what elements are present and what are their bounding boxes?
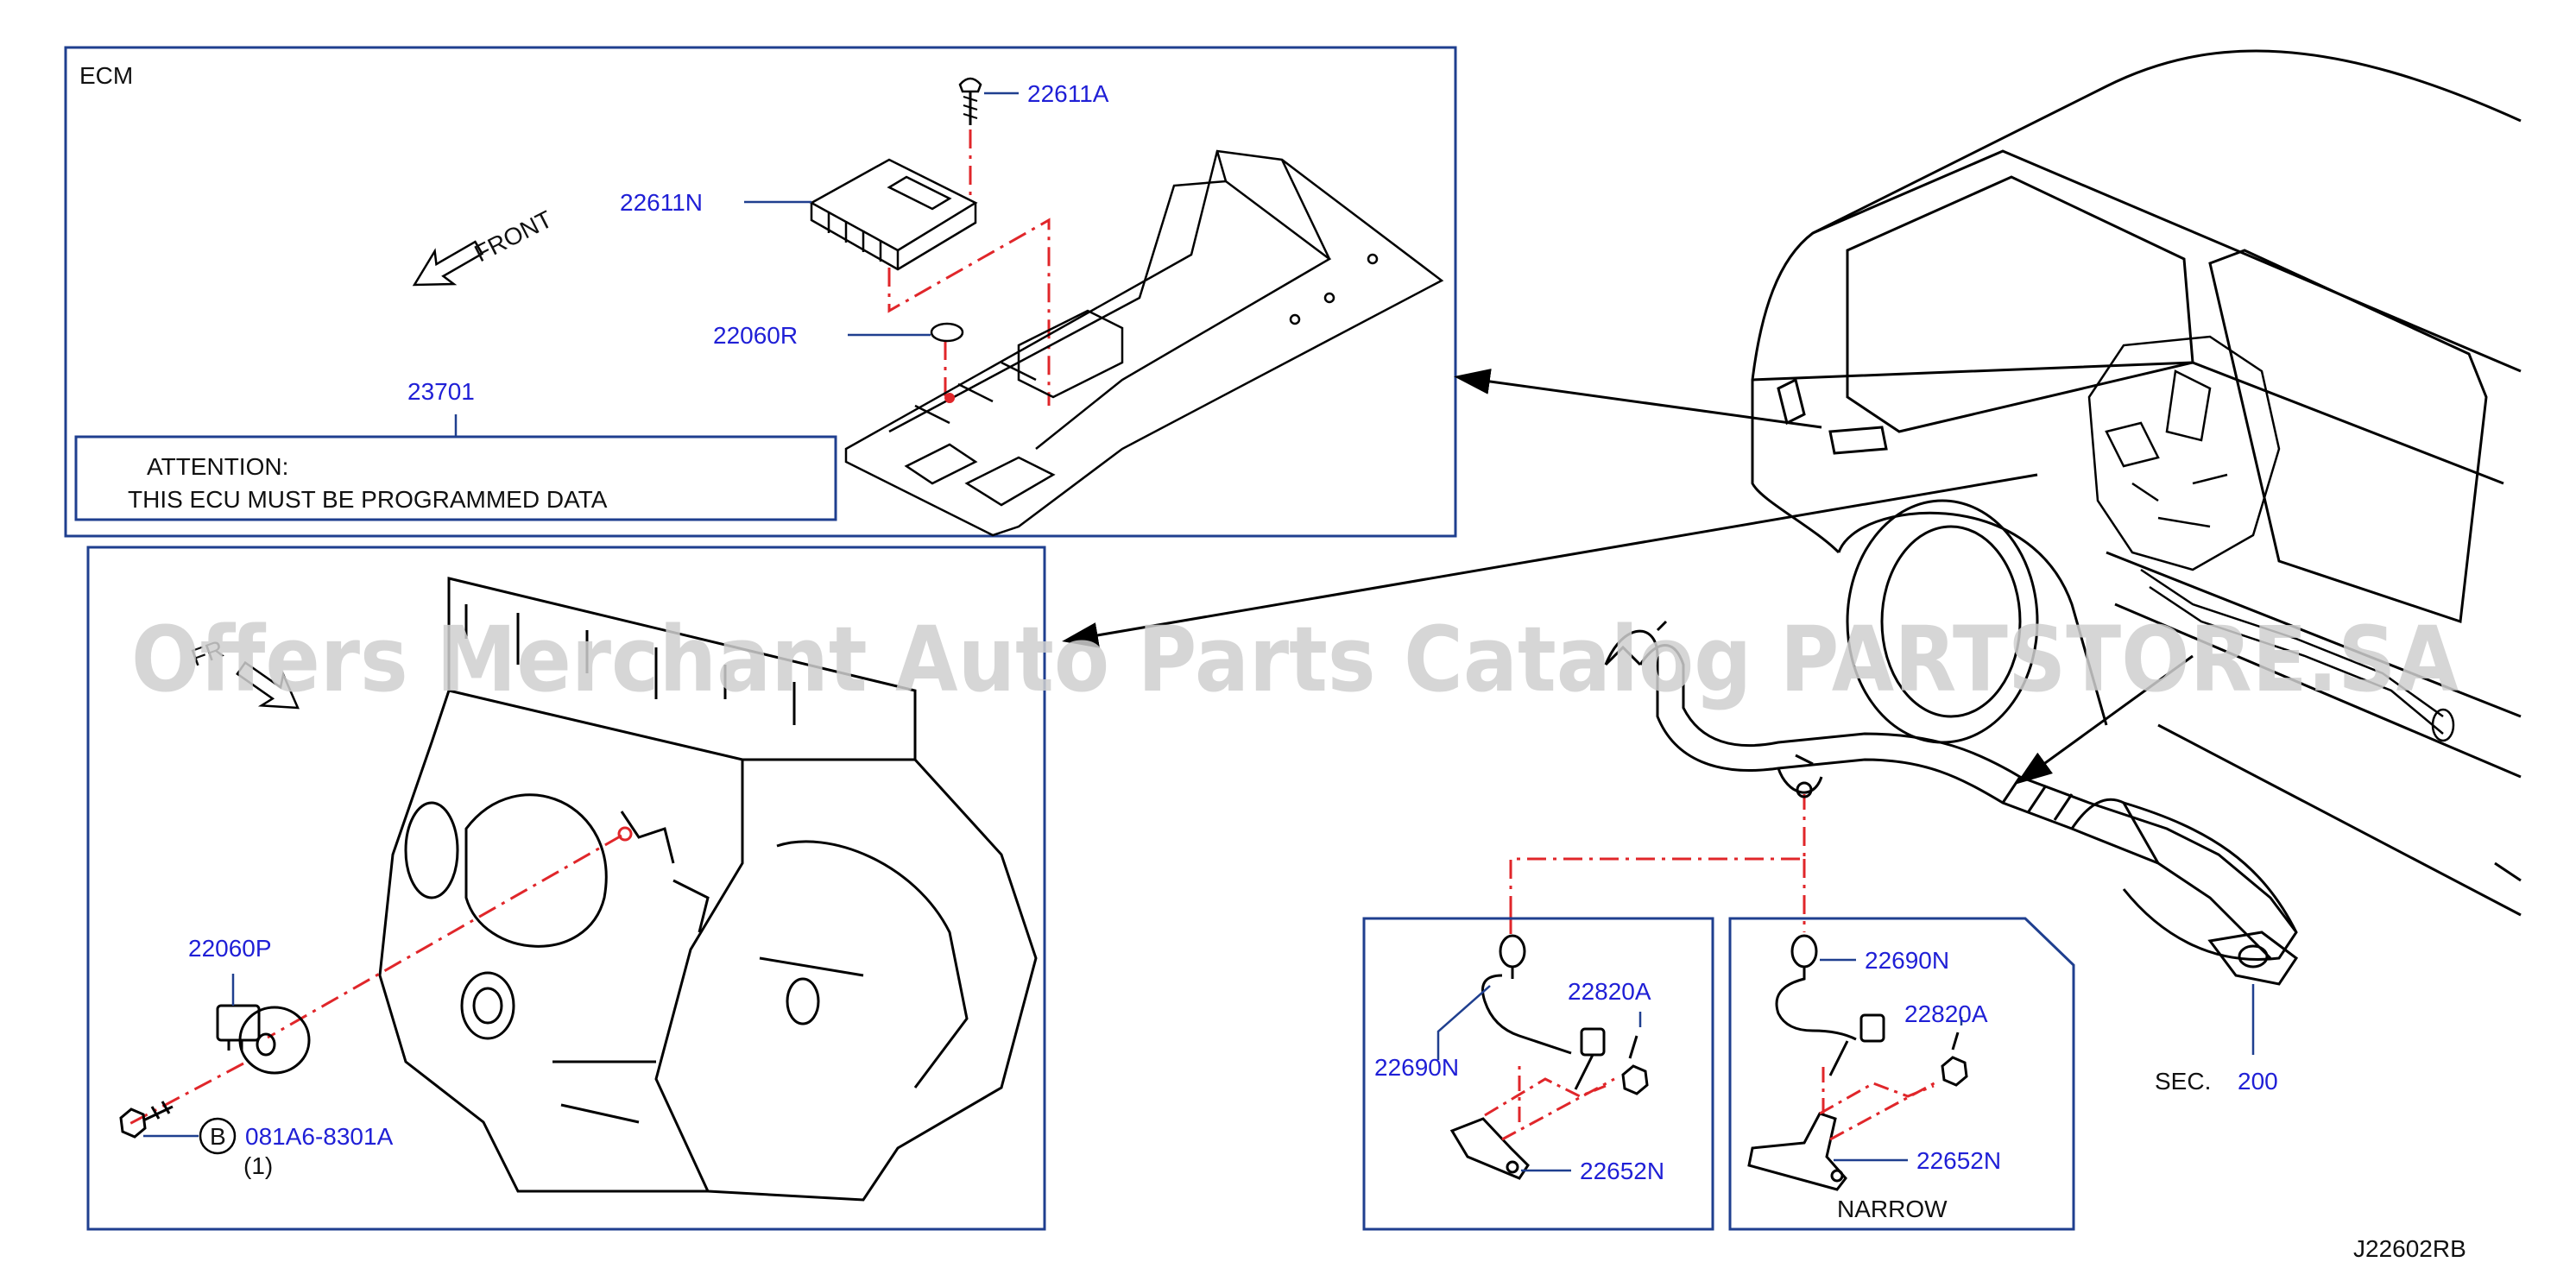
floor-panel-icon [844, 149, 1444, 537]
ref-081A6-8301A[interactable]: 081A6-8301A [245, 1123, 394, 1150]
attention-line-2: THIS ECU MUST BE PROGRAMMED DATA [128, 486, 608, 513]
plug-icon [930, 322, 964, 343]
narrow-caption: NARROW [1837, 1196, 1948, 1222]
section-number[interactable]: 200 [2238, 1068, 2278, 1095]
engine-panel: FR 22060P B 081A6-8301A (1) [86, 546, 1046, 1231]
ref-22060P[interactable]: 22060P [188, 935, 272, 962]
ref-22690N-right[interactable]: 22690N [1865, 947, 1949, 974]
sensor-box-right-frame [1728, 917, 2075, 1231]
sensor-bolt-icon [1621, 1035, 1649, 1095]
bolt-marker: B [210, 1123, 226, 1150]
ref-22611N[interactable]: 22611N [620, 189, 703, 216]
sensor-box-left: 22690N 22820A 22652N [1362, 917, 1714, 1231]
sensor-bracket-icon [1449, 1117, 1530, 1180]
oxygen-sensor-icon-right [1775, 934, 1885, 1076]
ecm-panel-frame [64, 46, 1457, 538]
sensor-bracket-icon-right [1747, 1112, 1847, 1191]
watermark: Offers Merchant Auto Parts Catalog PARTS… [131, 607, 2459, 712]
sensor-box-left-frame [1362, 917, 1714, 1231]
knock-sensor-icon [216, 1004, 311, 1075]
sensor-bolt-icon-right [1941, 1032, 1968, 1087]
attention-line-1: ATTENTION: [147, 453, 288, 480]
section-prefix: SEC. [2155, 1068, 2211, 1095]
fr-arrow-icon [236, 660, 300, 710]
arrow-to-ecm [1454, 369, 1822, 429]
bolt-marker-circle [199, 1117, 237, 1155]
ref-22820A-right[interactable]: 22820A [1904, 1000, 1988, 1027]
oxygen-sensor-icon [1481, 934, 1606, 1090]
front-label: FRONT [470, 205, 557, 267]
arrow-to-engine [1062, 473, 2038, 648]
attention-label-box [74, 435, 837, 521]
ref-22820A-left[interactable]: 22820A [1568, 978, 1651, 1005]
front-arrow-icon [412, 240, 484, 287]
vehicle-engine-icon [2087, 335, 2455, 742]
arrow-to-exhaust [2016, 654, 2194, 785]
sensor-box-right: 22690N 22820A 22652N NARROW [1728, 917, 2075, 1231]
engine-block-icon [378, 577, 1038, 1202]
bolt-qty: (1) [243, 1152, 273, 1179]
diagram-code: J22602RB [2353, 1235, 2466, 1262]
ref-22690N-left[interactable]: 22690N [1374, 1054, 1459, 1081]
ref-22611A[interactable]: 22611A [1027, 80, 1109, 107]
ref-22060R[interactable]: 22060R [713, 322, 798, 349]
ecm-panel: ECM FRONT 22611A 22611N [64, 46, 1457, 538]
engine-panel-frame [86, 546, 1046, 1231]
ref-22652N-left[interactable]: 22652N [1580, 1158, 1664, 1184]
bolt-icon [119, 1101, 174, 1139]
vehicle-icon [1751, 49, 2522, 917]
ref-22652N-right[interactable]: 22652N [1916, 1147, 2001, 1174]
ecm-module-icon [809, 158, 978, 271]
ecm-heading: ECM [79, 62, 133, 89]
ref-23701[interactable]: 23701 [407, 378, 475, 405]
screw-icon [958, 77, 982, 125]
